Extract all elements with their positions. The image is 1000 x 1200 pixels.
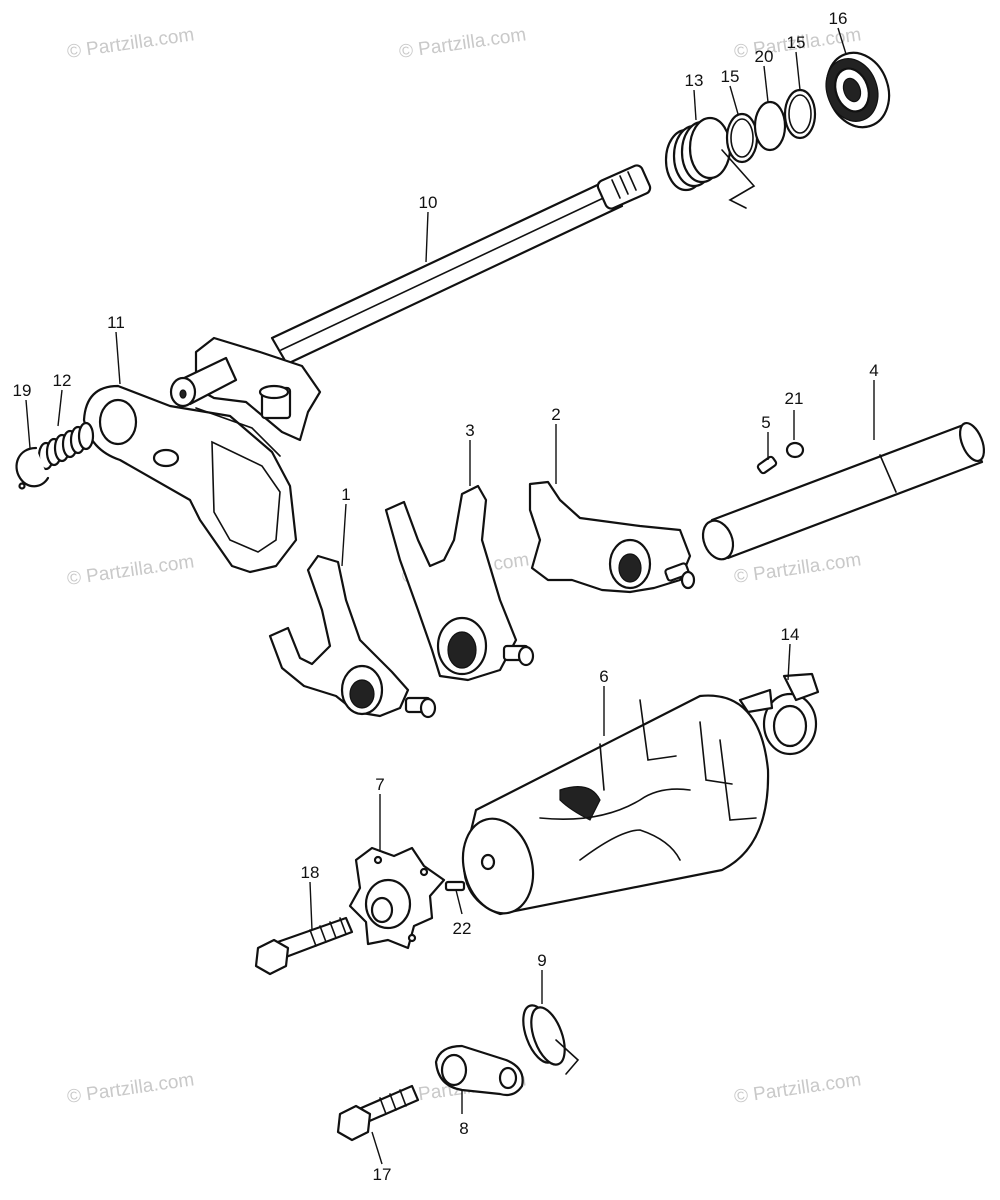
part-17-bolt — [336, 1084, 420, 1142]
part-6-shift-drum — [461, 694, 770, 916]
part-21-plug — [785, 441, 805, 459]
callout-20: 20 — [755, 47, 774, 66]
callout-2: 2 — [551, 405, 560, 424]
callout-5: 5 — [761, 413, 770, 432]
part-7-drum-center — [348, 846, 446, 950]
callout-7: 7 — [375, 775, 384, 794]
callout-15: 15 — [721, 67, 740, 86]
part-22-pin — [444, 880, 466, 892]
callout-15: 15 — [787, 33, 806, 52]
callout-18: 18 — [301, 863, 320, 882]
callout-1: 1 — [341, 485, 350, 504]
callout-21: 21 — [785, 389, 804, 408]
part-5-pin — [756, 455, 778, 475]
part-18-bolt — [254, 916, 354, 976]
part-15-washer — [725, 112, 759, 164]
part-2-shift-fork — [528, 480, 696, 594]
part-15-washer-outer — [783, 88, 817, 140]
part-16-oil-seal — [825, 51, 891, 129]
part-8-stopper-arm — [434, 1044, 524, 1097]
part-19-circlip — [15, 446, 50, 490]
callouts: 1 2 3 4 5 6 7 8 9 10 11 12 13 14 15 15 1… — [13, 9, 879, 1184]
callout-8: 8 — [459, 1119, 468, 1138]
part-3-shift-fork — [384, 484, 535, 682]
callout-3: 3 — [465, 421, 474, 440]
callout-13: 13 — [685, 71, 704, 90]
part-9-spring — [522, 1004, 580, 1075]
callout-16: 16 — [829, 9, 848, 28]
part-20-o-ring — [753, 100, 787, 152]
callout-14: 14 — [781, 625, 800, 644]
callout-4: 4 — [869, 361, 878, 380]
part-10-gearshift-spindle — [169, 164, 652, 442]
part-11-shift-plate — [82, 384, 298, 574]
callout-12: 12 — [53, 371, 72, 390]
watermark: © Partzilla.com — [66, 24, 196, 63]
callout-9: 9 — [537, 951, 546, 970]
part-4-fork-shaft — [701, 421, 986, 561]
watermark: © Partzilla.com — [733, 1069, 863, 1108]
part-14-stopper — [738, 672, 820, 756]
callout-10: 10 — [419, 193, 438, 212]
part-12-return-spring — [37, 421, 95, 471]
watermark: © Partzilla.com — [398, 24, 528, 63]
callout-19: 19 — [13, 381, 32, 400]
callout-11: 11 — [107, 313, 125, 332]
part-1-shift-fork — [268, 554, 437, 719]
callout-17: 17 — [373, 1165, 392, 1184]
callout-6: 6 — [599, 667, 608, 686]
watermark: © Partzilla.com — [66, 1069, 196, 1108]
callout-22: 22 — [453, 919, 472, 938]
leader-lines — [25, 27, 875, 1165]
part-13-torsion-spring — [664, 116, 756, 209]
watermark: © Partzilla.com — [733, 549, 863, 588]
watermark: © Partzilla.com — [66, 551, 196, 590]
